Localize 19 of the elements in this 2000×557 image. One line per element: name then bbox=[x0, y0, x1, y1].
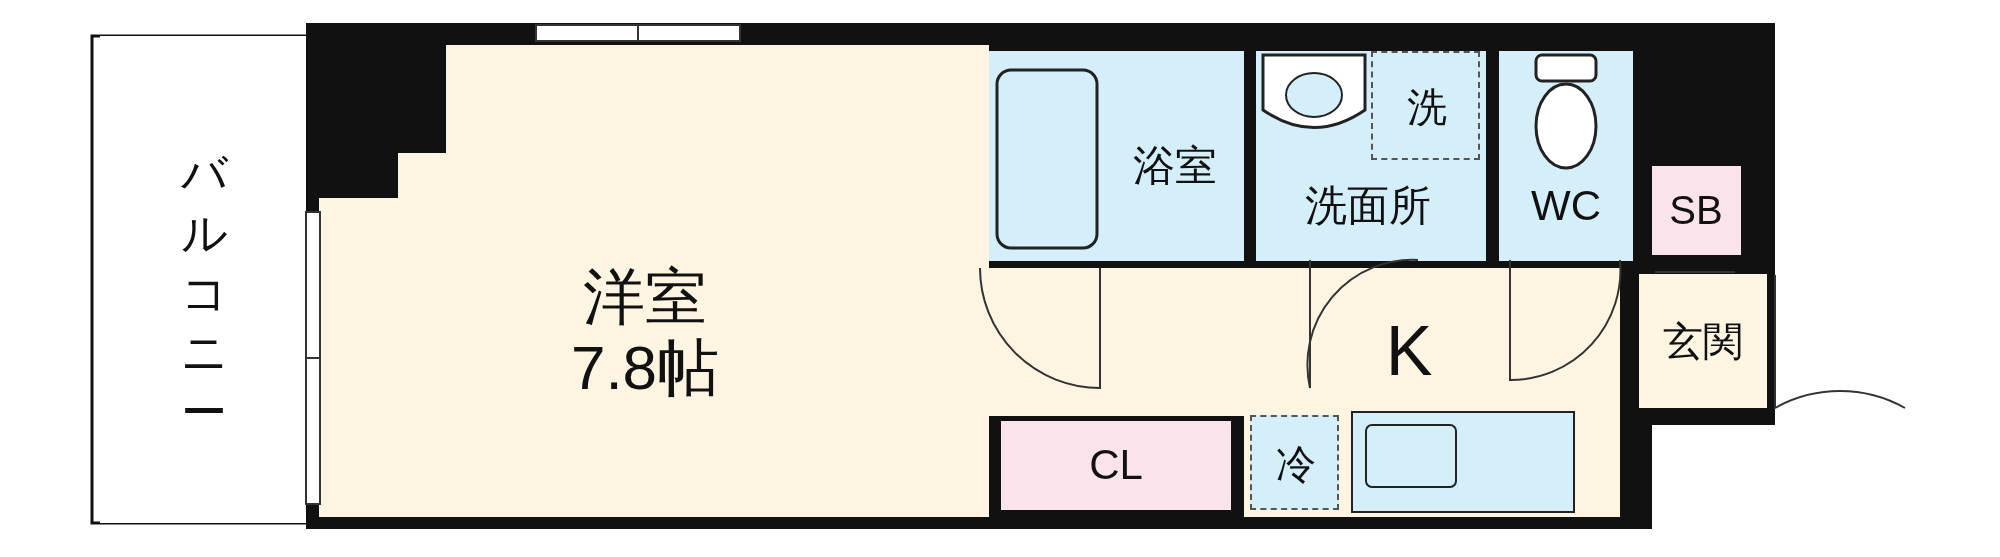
room-label: バルコニー bbox=[181, 145, 227, 440]
room-label: 洗面所 bbox=[1305, 181, 1431, 231]
room-label: 7.8帖 bbox=[570, 332, 720, 404]
room-label: WC bbox=[1531, 181, 1601, 231]
room-label: 冷 bbox=[1276, 441, 1316, 487]
balcony bbox=[100, 36, 306, 523]
shoe-box bbox=[1652, 166, 1741, 255]
room-label: CL bbox=[1089, 440, 1143, 490]
room-label: 浴室 bbox=[1133, 141, 1217, 191]
entrance bbox=[1639, 274, 1767, 408]
room-label: 洋室 bbox=[582, 260, 708, 332]
closet bbox=[1001, 421, 1231, 510]
room-label: SB bbox=[1669, 187, 1723, 233]
room-label: 洗 bbox=[1407, 84, 1447, 130]
room-label: 玄関 bbox=[1663, 318, 1743, 364]
washer-space bbox=[1371, 51, 1480, 160]
western-room bbox=[319, 45, 989, 517]
refrigerator-space bbox=[1250, 415, 1339, 510]
room-label: K bbox=[1385, 310, 1433, 392]
